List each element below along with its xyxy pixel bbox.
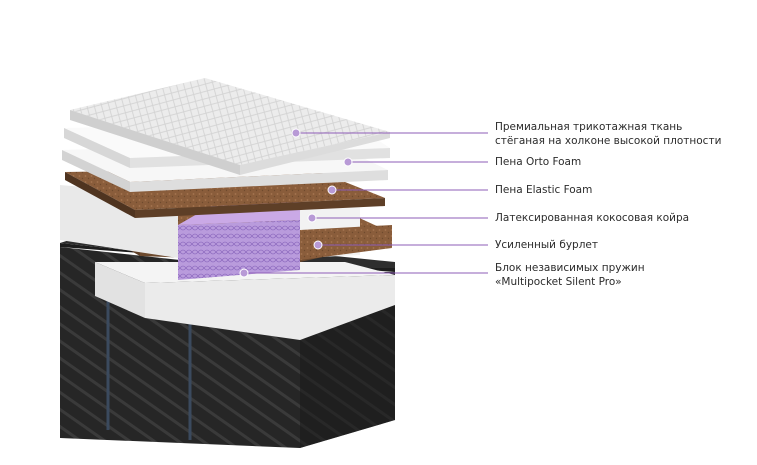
callout-spring-block: Блок независимых пружин «Multipocket Sil… [495,261,645,289]
callout-line-text: Блок независимых пружин [495,262,645,274]
callout-lines [239,128,488,278]
callout-coconut-coir: Латексированная кокосовая койра [495,211,689,225]
callout-line-text: Пена Orto Foam [495,156,582,168]
callout-line-text: Премиальная трикотажная ткань [495,121,683,133]
callout-orto-foam: Пена Orto Foam [495,155,581,169]
callout-elastic-foam: Пена Elastic Foam [495,183,592,197]
callout-line-text: Пена Elastic Foam [495,184,593,196]
callout-quilted-cover: Премиальная трикотажная ткань стёганая н… [495,120,721,148]
callout-line-text: стёганая на холконе высокой плотности [495,135,722,147]
callout-line-text: Латексированная кокосовая койра [495,212,690,224]
callout-reinforced-edge: Усиленный бурлет [495,238,598,252]
callout-line-text: «Multipocket Silent Pro» [495,276,622,288]
quilted-cover-layer [70,78,390,175]
callout-line-text: Усиленный бурлет [495,239,598,251]
